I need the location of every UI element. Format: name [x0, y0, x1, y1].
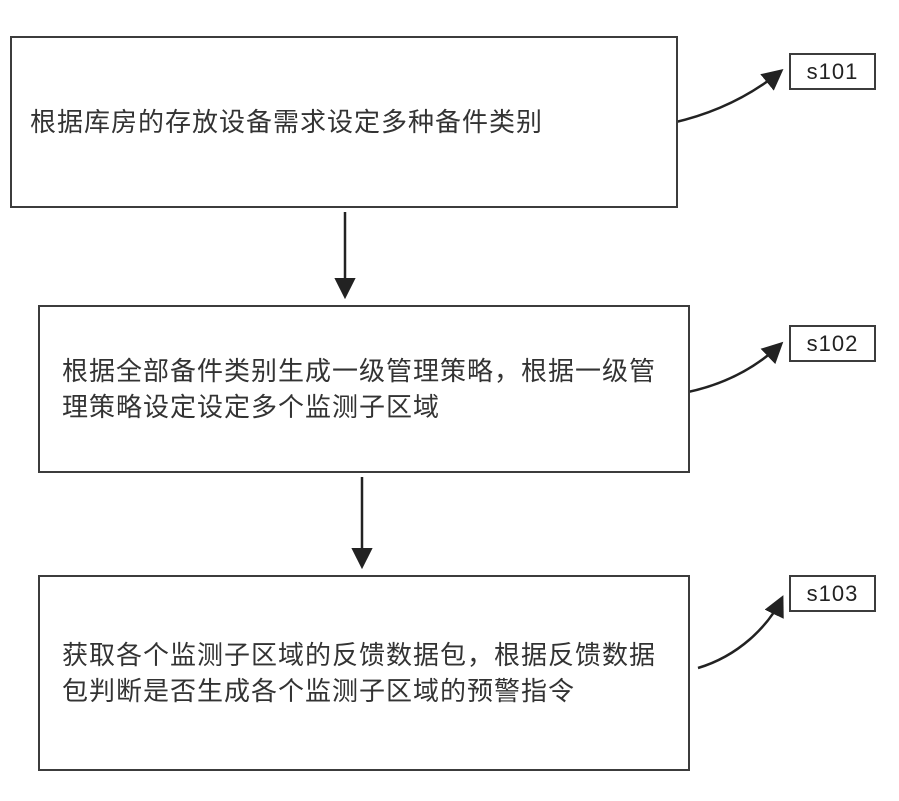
step-label-s103: s103 [789, 575, 876, 612]
flow-step-2-box: 根据全部备件类别生成一级管理策略，根据一级管理策略设定设定多个监测子区域 [38, 305, 690, 473]
leader-arrow-s101 [671, 68, 784, 125]
leader-arrow-s103 [697, 595, 784, 670]
step-label-s103-text: s103 [806, 580, 859, 606]
step-label-s102-text: s102 [806, 330, 859, 356]
leader-arrow-s102 [687, 341, 784, 394]
flow-step-1-box: 根据库房的存放设备需求设定多种备件类别 [10, 36, 678, 208]
flow-step-3-box: 获取各个监测子区域的反馈数据包，根据反馈数据包判断是否生成各个监测子区域的预警指… [38, 575, 690, 771]
step-label-s101-text: s101 [806, 58, 859, 84]
flow-step-1-text: 根据库房的存放设备需求设定多种备件类别 [30, 107, 544, 137]
step-label-s102: s102 [789, 325, 876, 362]
flow-step-2-text: 根据全部备件类别生成一级管理策略，根据一级管理策略设定设定多个监测子区域 [62, 356, 657, 422]
step-label-s101: s101 [789, 53, 876, 90]
flow-step-3-text: 获取各个监测子区域的反馈数据包，根据反馈数据包判断是否生成各个监测子区域的预警指… [62, 640, 657, 706]
